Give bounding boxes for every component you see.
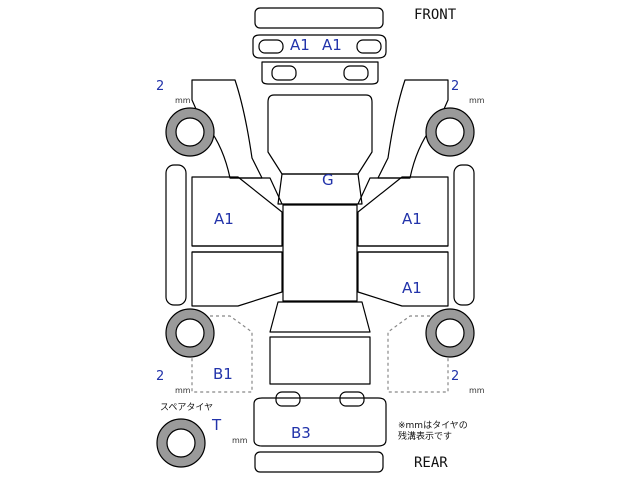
front-grille (261, 61, 379, 85)
front-label: FRONT (414, 7, 457, 23)
trunk-lid (269, 336, 371, 385)
mark-front-bumper-left: A1 (290, 36, 310, 54)
hood (267, 94, 373, 175)
rear-bumper-bottom (254, 451, 384, 473)
mark-left-front-door: A1 (214, 210, 234, 228)
right-door-seam (358, 245, 448, 253)
tread-front-left-value: 2 (156, 79, 165, 94)
tread-front-right-value: 2 (451, 79, 460, 94)
windshield (277, 173, 363, 205)
tire-spare (156, 418, 206, 468)
left-front-fender-inner (230, 177, 283, 205)
tread-rear-left-value: 2 (156, 369, 165, 384)
mark-rear-bumper: B3 (291, 424, 311, 442)
tire-front-left (165, 107, 215, 157)
front-bumper-top (254, 7, 384, 29)
tread-front-right-unit: mm (469, 96, 485, 105)
front-bumper-left-pocket (258, 39, 284, 54)
rear-bumper (253, 397, 387, 447)
front-bumper-right-pocket (356, 39, 382, 54)
mark-right-rear-door: A1 (402, 279, 422, 297)
tread-note: ※mmはタイヤの 残溝表示です (398, 421, 468, 442)
roof-panel (282, 204, 358, 302)
left-front-door (191, 176, 283, 247)
tire-rear-left (165, 308, 215, 358)
mark-roof: G (322, 171, 334, 189)
right-front-fender-inner (357, 177, 410, 205)
front-bumper (252, 34, 387, 59)
mark-spare-tire: T (212, 416, 222, 434)
right-rear-fender (387, 315, 449, 393)
tire-rear-right (425, 308, 475, 358)
tread-rear-right-value: 2 (451, 369, 460, 384)
rear-window (269, 301, 371, 333)
mark-left-rear-fender: B1 (213, 365, 233, 383)
spare-tire-label: スペアタイヤ (160, 403, 214, 413)
tread-rear-left-unit: mm (175, 386, 191, 395)
headlight-right (343, 65, 369, 81)
taillight-right (339, 391, 365, 407)
taillight-left (275, 391, 301, 407)
spare-tire-unit: mm (232, 436, 248, 445)
left-door-seam (192, 245, 282, 253)
tread-rear-right-unit: mm (469, 386, 485, 395)
tire-front-right (425, 107, 475, 157)
left-rear-door (191, 251, 283, 307)
right-rocker (453, 164, 475, 306)
left-rocker (165, 164, 187, 306)
headlight-left (271, 65, 297, 81)
tread-front-left-unit: mm (175, 96, 191, 105)
rear-label: REAR (414, 455, 448, 471)
mark-front-bumper-right: A1 (322, 36, 342, 54)
left-rear-fender (191, 315, 253, 393)
mark-right-front-door: A1 (402, 210, 422, 228)
right-front-door (357, 176, 449, 247)
